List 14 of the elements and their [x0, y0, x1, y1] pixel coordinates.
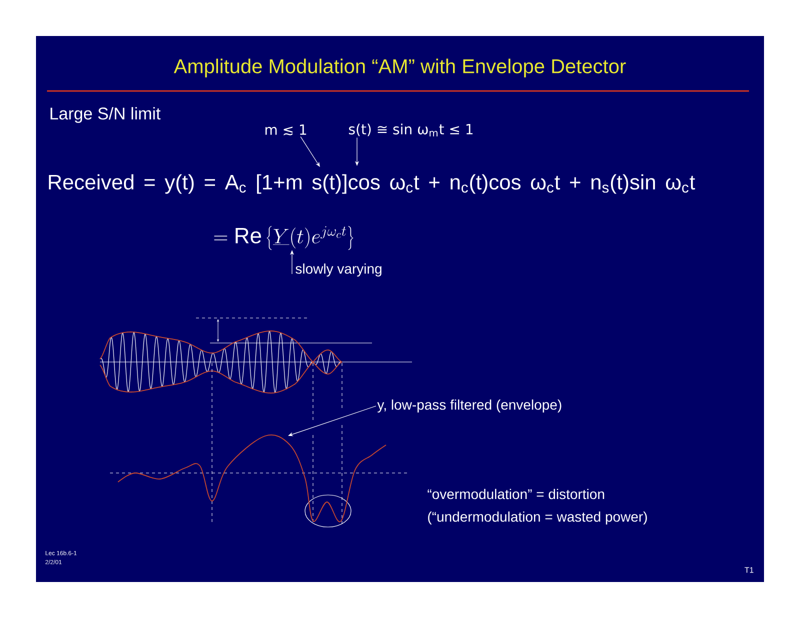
page-number: T1 [744, 567, 754, 573]
note: “overmodulation” = distortion [428, 488, 604, 500]
leader-line [300, 136, 320, 167]
leader-line [288, 406, 376, 436]
envelope-curve [118, 434, 386, 522]
title: Amplitude Modulation “AM” with Envelope Detector [174, 58, 626, 78]
annotation: y, low-pass filtered (envelope) [377, 399, 562, 413]
equation: Received = y(t) = A$_{c}$ [1+m s(t)]cos ω$_{c}$t + n$_{c}$(t)cos ω$_{c}$t + n$_{s}$(t)sin ω$_{c}$t [48, 174, 696, 194]
annotation: slowly varying [296, 263, 382, 277]
note: (“undermodulation = wasted power) [428, 511, 647, 525]
annotation: m ≲ 1 [265, 124, 306, 136]
subtitle: Large S/N limit [50, 107, 161, 123]
annotation: s(t) ≅ sin ω$_{m}$t ≤ 1 [348, 124, 473, 136]
equation: $= \mathrm{Re}\left\{\underline{Y}(t)e^{j\omega_c t}\right\}$ [214, 226, 354, 250]
